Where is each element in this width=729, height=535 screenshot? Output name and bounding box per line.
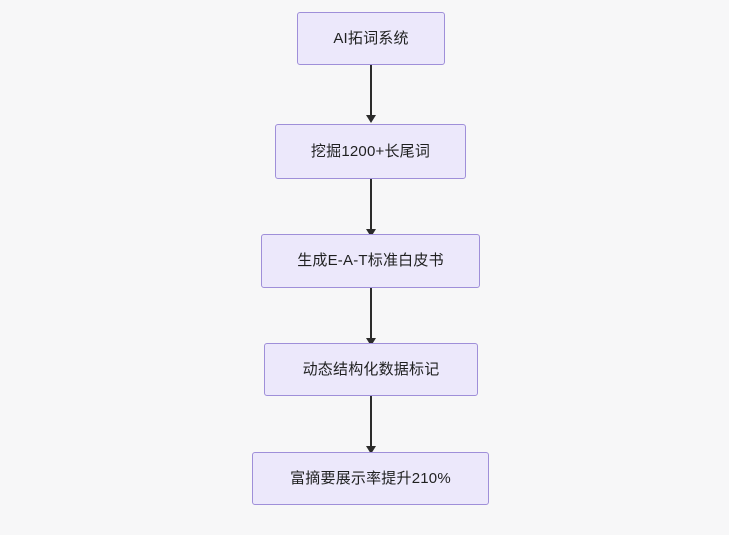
flow-node-generate-eat-whitepaper[interactable]: 生成E-A-T标准白皮书 — [261, 234, 480, 288]
flow-node-mine-longtail-keywords[interactable]: 挖掘1200+长尾词 — [275, 124, 466, 179]
flow-node-dynamic-structured-data[interactable]: 动态结构化数据标记 — [264, 343, 478, 396]
flow-edge-2 — [370, 179, 372, 231]
flow-node-label: AI拓词系统 — [333, 29, 409, 47]
flow-node-rich-snippet-uplift[interactable]: 富摘要展示率提升210% — [252, 452, 489, 505]
flow-edge-4 — [370, 396, 372, 448]
flow-edge-2-arrowhead — [366, 229, 376, 237]
flow-edge-3 — [370, 288, 372, 340]
flow-node-label: 生成E-A-T标准白皮书 — [297, 252, 444, 269]
flow-node-label: 富摘要展示率提升210% — [290, 469, 451, 487]
flow-edge-1-arrowhead — [366, 115, 376, 123]
flow-node-ai-keyword-system[interactable]: AI拓词系统 — [297, 12, 445, 65]
flow-node-label: 挖掘1200+长尾词 — [310, 142, 431, 160]
flow-edge-1 — [370, 65, 372, 117]
flow-edge-3-arrowhead — [366, 338, 376, 346]
flow-node-label: 动态结构化数据标记 — [302, 360, 440, 378]
flow-edge-4-arrowhead — [366, 446, 376, 454]
